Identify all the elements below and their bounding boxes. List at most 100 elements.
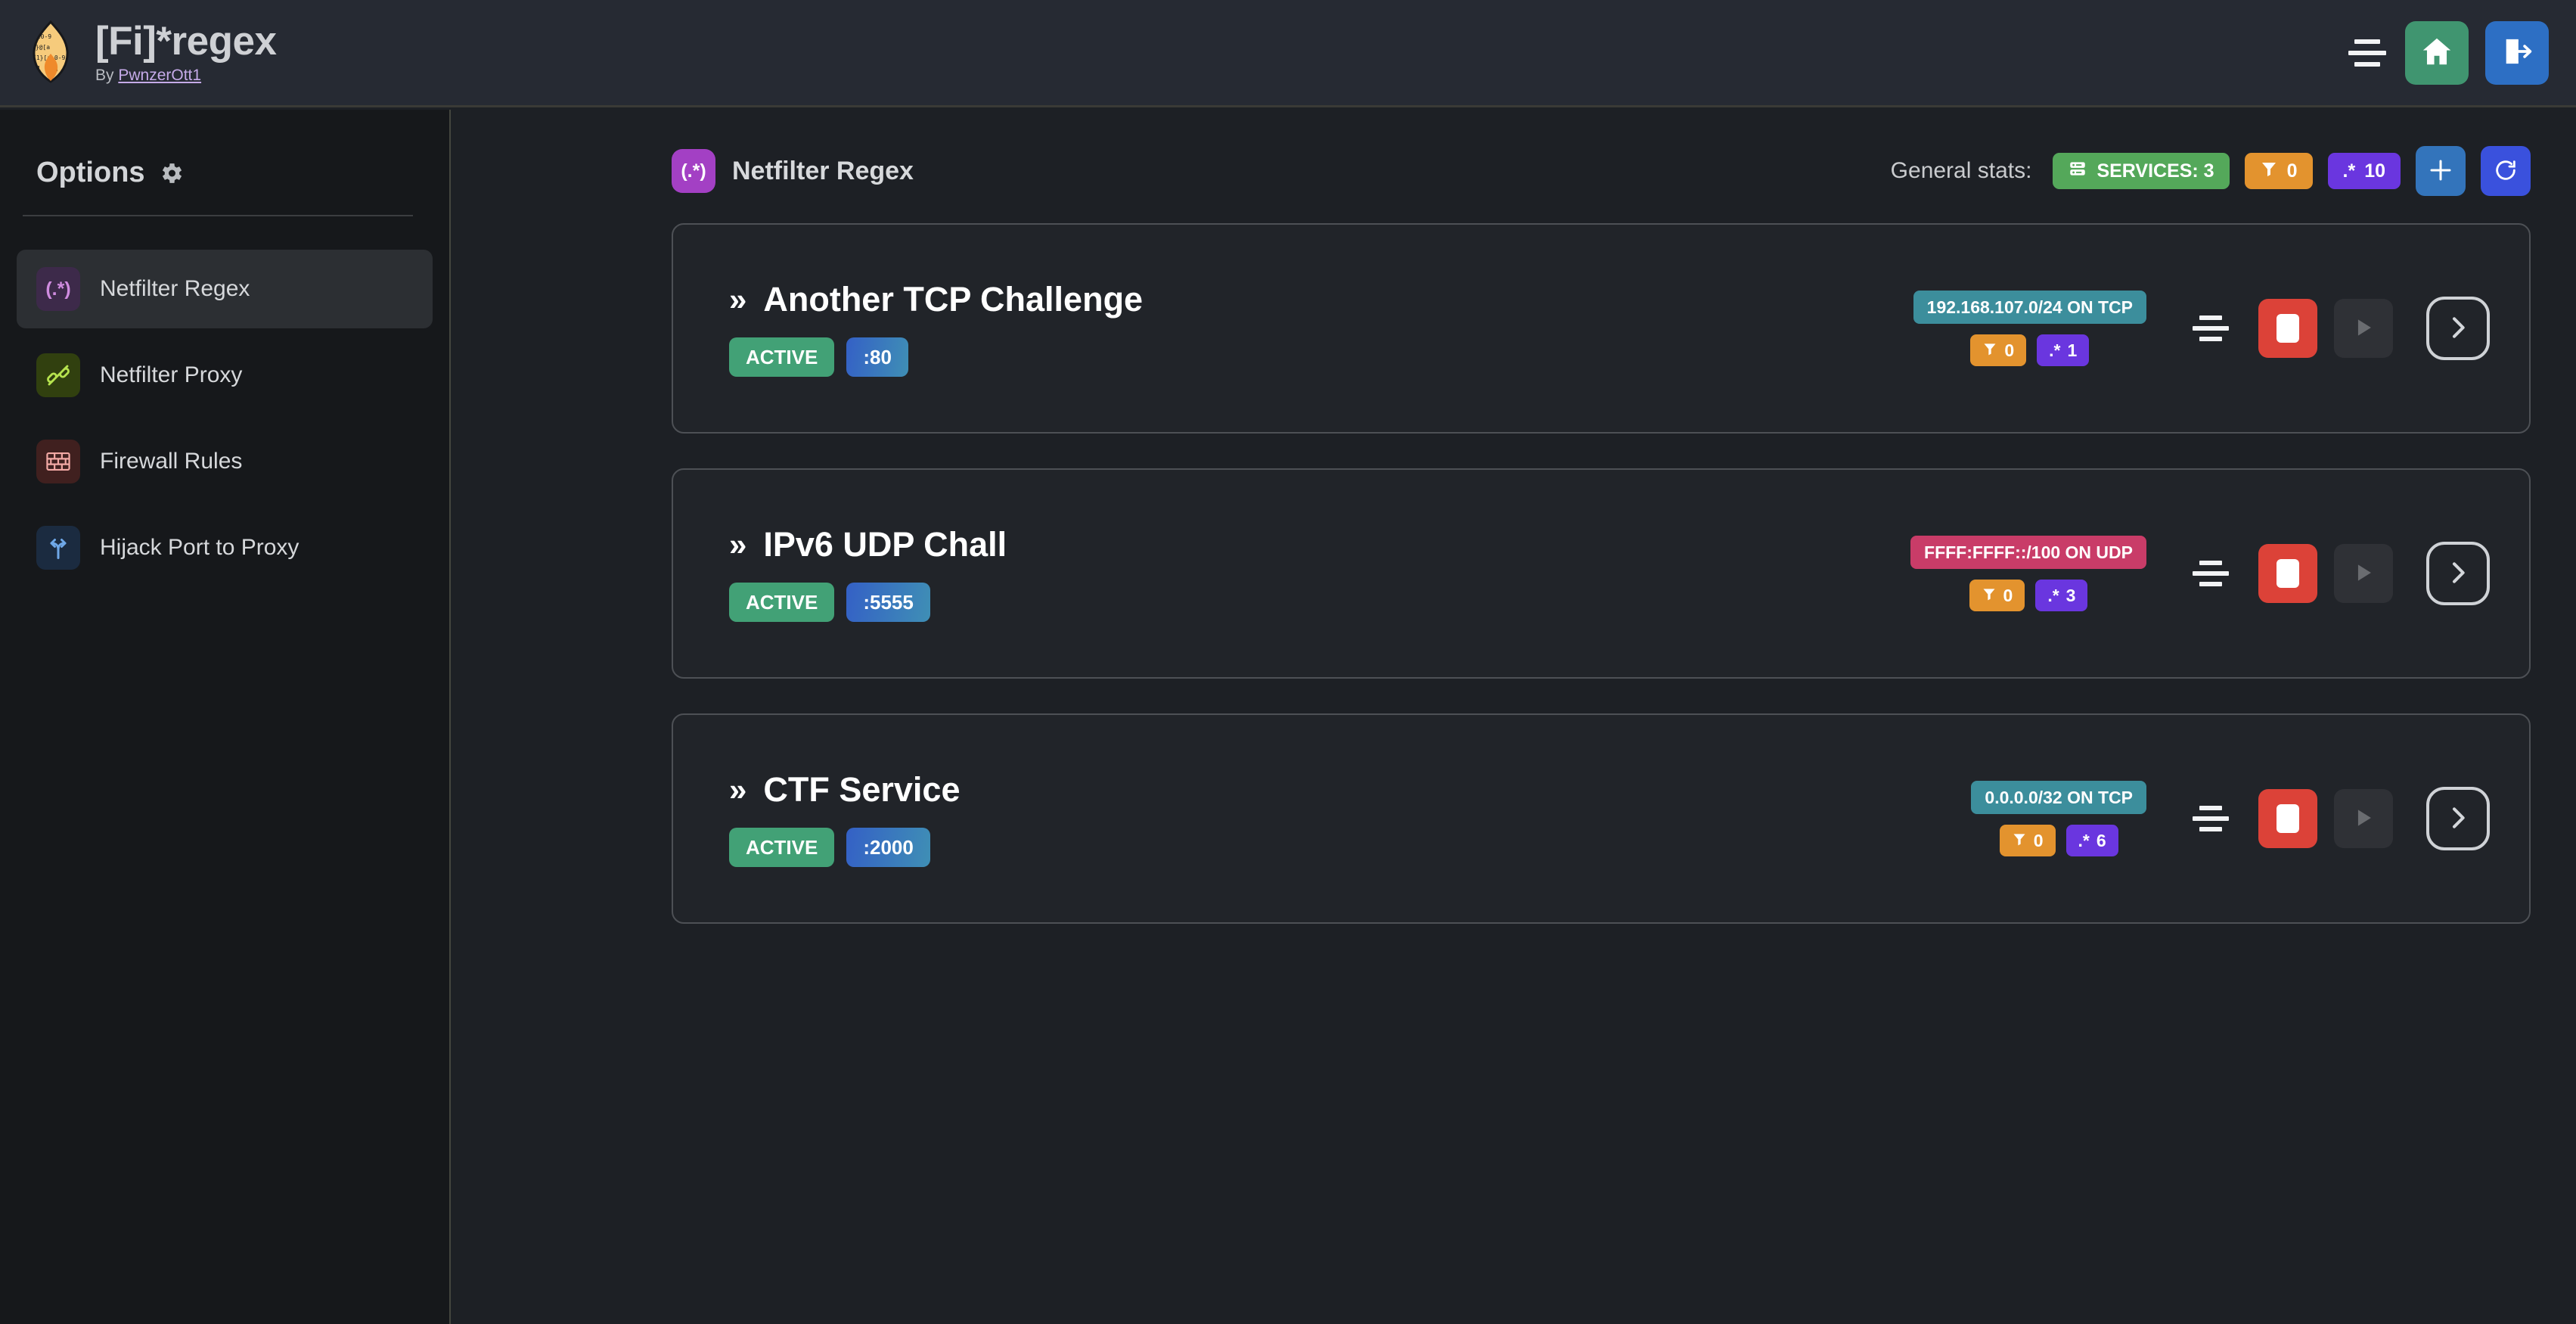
service-card[interactable]: » IPv6 UDP Chall ACTIVE :5555 FFFF:FFFF:… (672, 468, 2531, 679)
refresh-icon (2493, 157, 2519, 185)
service-card-info: » CTF Service ACTIVE :2000 (729, 770, 960, 867)
chevron-right-icon (2443, 312, 2473, 345)
status-badge: ACTIVE (729, 828, 835, 867)
service-card-actions: FFFF:FFFF::/100 ON UDP 0 .* 3 (1910, 536, 2490, 611)
app-title: [Fi]*regex (95, 18, 277, 64)
regex-dotstar-icon: .* (2342, 160, 2356, 182)
page-title: Netfilter Regex (732, 156, 914, 185)
flame-regex-logo: -z0-9 0}@[a {1}[a-0-9] (1 - z] (26, 20, 76, 84)
service-title-row: » CTF Service (729, 770, 960, 810)
service-badges: ACTIVE :80 (729, 337, 1143, 377)
regexes-badge: .* 1 (2037, 334, 2090, 366)
service-badges: ACTIVE :5555 (729, 583, 1007, 622)
play-icon (2351, 315, 2376, 343)
play-button[interactable] (2334, 299, 2393, 358)
logout-button[interactable] (2485, 20, 2549, 85)
filters-count: 0 (2004, 340, 2015, 360)
app-header: -z0-9 0}@[a {1}[a-0-9] (1 - z] [Fi]*rege… (0, 0, 2576, 107)
funnel-icon (1982, 586, 1997, 606)
regexes-count-label: 10 (2364, 160, 2385, 182)
double-chevron-icon: » (729, 772, 747, 807)
general-stats-label: General stats: (1890, 158, 2032, 183)
main-toolbar: (.*) Netfilter Regex General stats: SERV… (452, 110, 2576, 196)
service-title-row: » Another TCP Challenge (729, 280, 1143, 319)
sidebar-item-hijack-port-to-proxy[interactable]: Hijack Port to Proxy (17, 508, 433, 587)
regex-dotstar-icon: .* (2078, 830, 2090, 850)
service-card[interactable]: » Another TCP Challenge ACTIVE :80 192.1… (672, 223, 2531, 434)
service-card-info: » IPv6 UDP Chall ACTIVE :5555 (729, 525, 1007, 622)
sidebar-nav: (.*) Netfilter Regex Netfilter Proxy (0, 250, 449, 587)
service-card-actions: 0.0.0.0/32 ON TCP 0 .* 6 (1971, 781, 2490, 856)
port-badge: :5555 (846, 583, 930, 622)
network-info: 192.168.107.0/24 ON TCP 0 .* 1 (1913, 291, 2146, 366)
network-counters: 0 .* 6 (1999, 825, 2118, 856)
sidebar-item-netfilter-regex[interactable]: (.*) Netfilter Regex (17, 250, 433, 328)
sidebar-item-netfilter-proxy[interactable]: Netfilter Proxy (17, 336, 433, 415)
sidebar: Options (.*) Netfilter Regex Netfilter (0, 110, 451, 1324)
play-button[interactable] (2334, 789, 2393, 848)
double-chevron-icon: » (729, 527, 747, 562)
page-title-wrap: (.*) Netfilter Regex (672, 149, 914, 193)
regexes-count: 6 (2096, 830, 2106, 850)
sidebar-item-label: Netfilter Regex (100, 276, 250, 301)
regex-dotstar-icon: .* (2049, 340, 2061, 360)
port-badge: :80 (846, 337, 908, 377)
svg-text:0}@[a: 0}@[a (32, 44, 50, 51)
filters-badge: 0 (1970, 334, 2027, 366)
gear-icon (157, 160, 185, 187)
sidebar-item-firewall-rules[interactable]: Firewall Rules (17, 422, 433, 501)
network-badge: 0.0.0.0/32 ON TCP (1971, 781, 2146, 814)
list-icon[interactable] (2189, 800, 2233, 837)
list-icon[interactable] (2189, 555, 2233, 592)
service-title-row: » IPv6 UDP Chall (729, 525, 1007, 564)
refresh-button[interactable] (2481, 146, 2531, 196)
network-info: 0.0.0.0/32 ON TCP 0 .* 6 (1971, 781, 2146, 856)
open-service-button[interactable] (2426, 787, 2490, 850)
fork-arrow-icon (36, 526, 80, 570)
service-card-info: » Another TCP Challenge ACTIVE :80 (729, 280, 1143, 377)
sidebar-heading-label: Options (36, 157, 145, 188)
play-icon (2351, 805, 2376, 833)
open-service-button[interactable] (2426, 297, 2490, 360)
regex-dotstar-icon: .* (2047, 585, 2059, 605)
funnel-icon (2012, 831, 2027, 851)
funnel-icon (2260, 160, 2278, 183)
network-counters: 0 .* 3 (1969, 580, 2088, 611)
stop-button[interactable] (2258, 544, 2317, 603)
services-count-label: SERVICES: 3 (2096, 160, 2214, 182)
by-prefix: By (95, 67, 119, 85)
play-button[interactable] (2334, 544, 2393, 603)
author-link[interactable]: PwnzerOtt1 (118, 67, 202, 85)
open-service-button[interactable] (2426, 542, 2490, 605)
home-button[interactable] (2405, 20, 2469, 85)
brand: -z0-9 0}@[a {1}[a-0-9] (1 - z] [Fi]*rege… (0, 18, 277, 85)
home-icon (2419, 34, 2454, 71)
service-card-list: » Another TCP Challenge ACTIVE :80 192.1… (452, 196, 2576, 924)
service-name: CTF Service (763, 770, 961, 809)
service-card[interactable]: » CTF Service ACTIVE :2000 0.0.0.0/32 ON… (672, 713, 2531, 924)
filters-count: 0 (2003, 585, 2013, 605)
list-icon[interactable] (2189, 310, 2233, 347)
filters-count-label: 0 (2286, 160, 2298, 182)
add-service-button[interactable] (2416, 146, 2466, 196)
sidebar-heading: Options (0, 110, 449, 189)
stop-button[interactable] (2258, 299, 2317, 358)
double-chevron-icon: » (729, 281, 747, 317)
network-info: FFFF:FFFF::/100 ON UDP 0 .* 3 (1910, 536, 2146, 611)
stop-icon (2277, 559, 2299, 588)
funnel-icon (1982, 340, 1997, 361)
stop-icon (2277, 314, 2299, 343)
play-icon (2351, 560, 2376, 588)
header-actions (2346, 20, 2576, 85)
service-name: Another TCP Challenge (763, 280, 1144, 319)
regexes-badge: .* 6 (2065, 825, 2118, 856)
logout-icon (2500, 35, 2534, 70)
filters-badge: 0 (1969, 580, 2025, 611)
regex-icon: (.*) (672, 149, 715, 193)
chevron-right-icon (2443, 803, 2473, 835)
regexes-count: 1 (2067, 340, 2078, 360)
main-content: (.*) Netfilter Regex General stats: SERV… (452, 110, 2576, 1324)
stop-button[interactable] (2258, 789, 2317, 848)
regexes-badge: .* 3 (2035, 580, 2088, 611)
menu-icon[interactable] (2346, 36, 2388, 70)
